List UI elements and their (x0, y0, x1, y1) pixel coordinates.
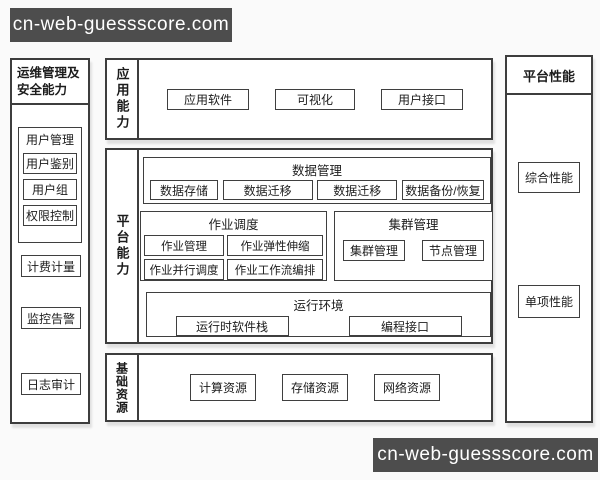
basic-resources-label-col: 基础资源 (107, 355, 139, 420)
cluster-management-group: 集群管理 集群管理 节点管理 (334, 211, 493, 281)
basic-resources-layer: 基础资源 计算资源 存储资源 网络资源 (105, 353, 493, 422)
runtime-software-stack-box: 运行时软件栈 (175, 316, 289, 336)
data-migration-box-2: 数据迁移 (317, 180, 398, 200)
user-interface-box: 用户接口 (381, 88, 463, 110)
permission-control-box: 权限控制 (23, 205, 77, 226)
compute-resources-box: 计算资源 (190, 374, 256, 401)
ops-security-panel: 运维管理及 安全能力 用户管理 用户鉴别 用户组 权限控制 计费计量 监控告警 … (10, 58, 90, 424)
job-elastic-scaling-box: 作业弹性伸缩 (227, 235, 323, 256)
runtime-environment-title: 运行环境 (293, 299, 344, 313)
data-management-title: 数据管理 (291, 164, 342, 178)
job-scheduling-title: 作业调度 (208, 218, 259, 232)
basic-resources-label: 基础资源 (114, 361, 129, 414)
user-group-box: 用户组 (23, 179, 77, 200)
platform-performance-title: 平台性能 (507, 57, 591, 95)
user-management-group: 用户管理 用户鉴别 用户组 权限控制 (18, 127, 82, 243)
data-management-group: 数据管理 数据存储 数据迁移 数据迁移 数据备份/恢复 (143, 157, 491, 204)
job-scheduling-group: 作业调度 作业管理 作业弹性伸缩 作业并行调度 作业工作流编排 (140, 211, 327, 281)
programming-interface-box: 编程接口 (348, 316, 462, 336)
job-parallel-scheduling-box: 作业并行调度 (144, 259, 224, 280)
application-capability-label-col: 应用能力 (107, 60, 139, 138)
user-authentication-box: 用户鉴别 (23, 153, 77, 174)
job-workflow-orchestration-box: 作业工作流编排 (227, 259, 323, 280)
log-audit-box: 日志审计 (21, 373, 81, 395)
storage-resources-box: 存储资源 (282, 374, 348, 401)
platform-capability-label-col: 平台能力 (107, 150, 139, 342)
application-capability-layer: 应用能力 应用软件 可视化 用户接口 (105, 58, 493, 140)
platform-capability-layer: 平台能力 数据管理 数据存储 数据迁移 数据迁移 数据备份/恢复 作业调度 作业… (105, 148, 493, 344)
data-migration-box: 数据迁移 (222, 180, 313, 200)
node-management-box: 节点管理 (422, 240, 484, 261)
application-capability-label: 应用能力 (114, 67, 130, 131)
runtime-environment-group: 运行环境 运行时软件栈 编程接口 (146, 292, 491, 337)
application-software-box: 应用软件 (167, 88, 249, 110)
network-resources-box: 网络资源 (374, 374, 440, 401)
comprehensive-performance-box: 综合性能 (518, 162, 580, 193)
platform-capability-label: 平台能力 (114, 214, 130, 278)
monitoring-alert-box: 监控告警 (21, 307, 81, 329)
watermark-top-left: cn-web-guessscore.com (10, 8, 232, 42)
single-item-performance-box: 单项性能 (518, 285, 580, 318)
data-backup-restore-box: 数据备份/恢复 (401, 180, 484, 200)
cluster-management-title: 集群管理 (388, 218, 439, 232)
ops-security-title: 运维管理及 安全能力 (12, 60, 88, 105)
billing-metering-box: 计费计量 (21, 255, 81, 277)
watermark-bottom-right: cn-web-guessscore.com (373, 438, 598, 472)
cluster-management-box: 集群管理 (343, 240, 405, 261)
job-management-box: 作业管理 (144, 235, 224, 256)
visualization-box: 可视化 (275, 88, 355, 110)
user-management-group-title: 用户管理 (25, 133, 74, 147)
data-storage-box: 数据存储 (150, 180, 218, 200)
platform-performance-panel: 平台性能 综合性能 单项性能 (505, 55, 593, 423)
